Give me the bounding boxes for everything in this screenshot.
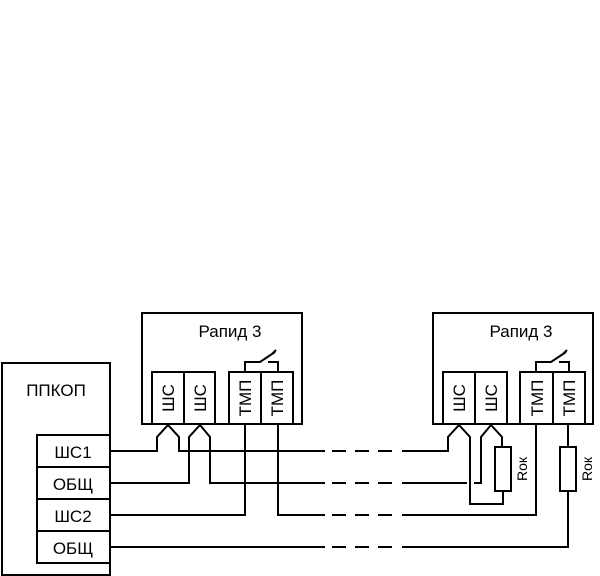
- device-2-loop-label-1: ШС: [450, 384, 469, 412]
- resistor-1-label: Rок: [514, 456, 530, 481]
- device-1-loop-label-2: ШС: [191, 384, 210, 412]
- panel-terminal-common-1: ОБЩ: [53, 475, 93, 494]
- device-2-tamper-label-2: ТМП: [560, 380, 579, 417]
- resistor-2-label: Rок: [579, 456, 595, 481]
- resistor-1: Rок: [494, 446, 530, 492]
- wire-shs1-device-1: [110, 423, 325, 452]
- device-2-tamper-switch-icon: [535, 349, 570, 372]
- device-1-tamper-terminal-2: [260, 371, 294, 425]
- dashed-cable-run: [332, 450, 392, 548]
- panel-terminal-common-2: ОБЩ: [53, 539, 93, 558]
- resistor-1-icon: [494, 446, 512, 492]
- wire-shs2-device-1-tamper: [110, 424, 246, 516]
- device-2-tamper-label-1: ТМП: [528, 380, 547, 417]
- device-1-tamper-label-1: ТМП: [236, 380, 255, 417]
- device-1-tamper-label-2: ТМП: [268, 380, 287, 417]
- device-2-loop-label-2: ШС: [482, 384, 501, 412]
- wire-tamper-device-1-out: [277, 424, 325, 516]
- device-2-title: Рапид 3: [489, 322, 552, 341]
- resistor-2-icon: [559, 446, 577, 492]
- panel-terminal-shs1: ШС1: [54, 443, 91, 462]
- panel-ppkop: ППКОП ШС1 ОБЩ ШС2 ОБЩ: [1, 362, 111, 576]
- device-1: Рапид 3 ШС ШС ТМП ТМП: [141, 312, 303, 425]
- wire-shs2-device-2-tamper: [402, 424, 537, 516]
- panel-title: ППКОП: [26, 381, 86, 400]
- panel-terminal-shs2: ШС2: [54, 507, 91, 526]
- device-1-tamper-switch-icon: [244, 349, 279, 372]
- wire-common-2-device-2: [402, 424, 569, 548]
- device-1-loop-label-1: ШС: [159, 384, 178, 412]
- device-2-loop-terminal-2: [474, 371, 508, 425]
- wire-common-1-device-2: [402, 423, 503, 484]
- wire-common-1-device-1: [110, 423, 325, 484]
- device-1-title: Рапид 3: [198, 322, 261, 341]
- wire-shs1-device-2: [402, 423, 504, 505]
- resistor-2: Rок: [559, 446, 595, 492]
- device-2: Рапид 3 ШС ШС ТМП ТМП: [432, 312, 594, 425]
- device-1-loop-terminal-2: [183, 371, 216, 425]
